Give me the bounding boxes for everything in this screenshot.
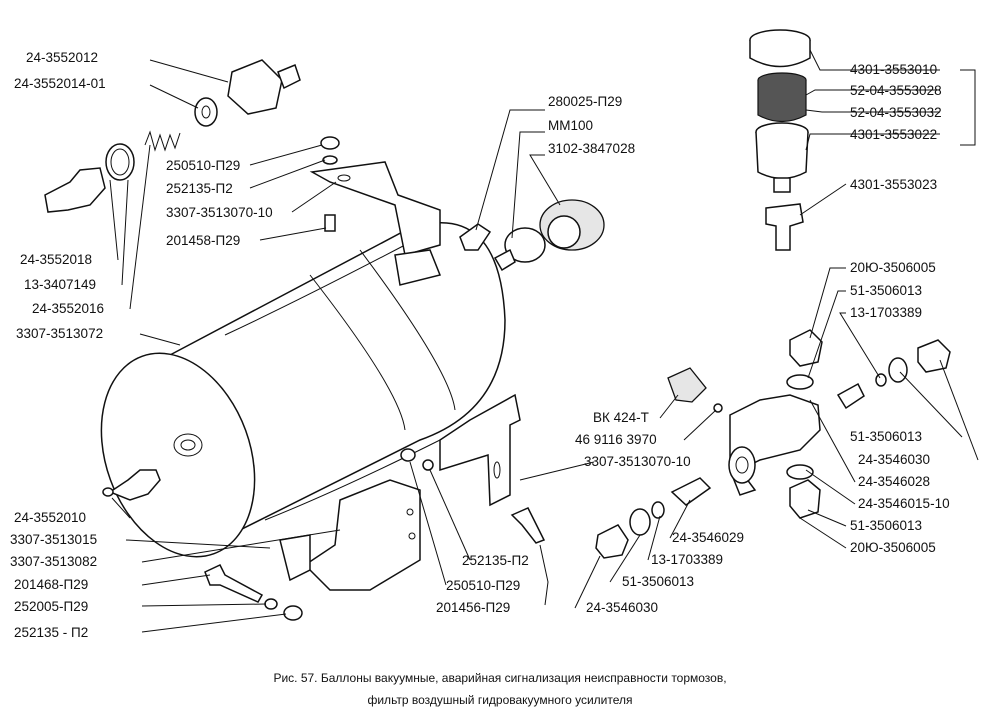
ring-lower [786,464,814,480]
bolt-lower-right [510,507,546,544]
filter-fitting [765,203,804,251]
label-24-3552010: 24-3552010 [14,510,86,525]
label-252135-p2-bottom: 252135 - П2 [14,625,88,640]
washer-small-right [875,373,887,387]
label-201456-p29: 201456-П29 [436,600,510,615]
part-labels: 24-3552012 24-3552014-01 24-3552018 13-3… [10,50,950,640]
ring-lower-left [629,508,651,536]
label-51-3506013-top: 51-3506013 [850,283,922,298]
caption-line-2: фильтр воздушный гидровакуумного усилите… [367,693,632,707]
label-3307-3513082: 3307-3513082 [10,554,97,569]
sensor-switch [667,367,707,403]
label-201468-p29: 201468-П29 [14,577,88,592]
label-4301-3553022: 4301-3553022 [850,127,937,142]
label-24-3552016: 24-3552016 [32,301,104,316]
nut-bolt [283,605,303,621]
label-252005-p29: 252005-П29 [14,599,88,614]
label-24-3546030-right: 24-3546030 [858,452,930,467]
label-13-1703389-top: 13-1703389 [850,305,922,320]
ring-upper [786,374,814,390]
label-52-04-3553028: 52-04-3553028 [850,83,942,98]
bolt-long [204,564,264,603]
o-ring [105,143,135,181]
label-252135-p2-top: 252135-П2 [166,181,233,196]
label-20yu-3506005-top: 20Ю-3506005 [850,260,936,275]
label-24-3552018: 24-3552018 [20,252,92,267]
label-24-3546015-10: 24-3546015-10 [858,496,950,511]
label-20yu-3506005-lower: 20Ю-3506005 [850,540,936,555]
nut-bracket [400,448,434,471]
label-46-9116-3970: 46 9116 3970 [575,432,657,447]
label-mm100: ММ100 [548,118,593,133]
label-24-3546028: 24-3546028 [858,474,930,489]
plug-lower [595,524,629,559]
label-vk-424-t: ВК 424-Т [593,410,649,425]
label-3307-3513072: 3307-3513072 [16,326,103,341]
label-3102-3847028: 3102-3847028 [548,141,635,156]
nipple-fitting [44,167,106,213]
washer-right [888,357,908,383]
label-4301-3553023: 4301-3553023 [850,177,937,192]
label-3307-3513070-10-top: 3307-3513070-10 [166,205,273,220]
nut-top [320,136,340,165]
spring [144,130,181,152]
label-24-3552014-01: 24-3552014-01 [14,76,106,91]
label-4301-3553010: 4301-3553010 [850,62,937,77]
washer-lower [651,501,665,519]
filter-housing [755,122,809,193]
label-201458-p29: 201458-П29 [166,233,240,248]
washer-small [194,97,218,127]
protective-cap [539,199,605,251]
piston-lower [670,477,712,506]
label-52-04-3553032: 52-04-3553032 [850,105,942,120]
label-3307-3513015: 3307-3513015 [10,532,97,547]
pressure-switch [493,227,546,272]
bracket-top [309,161,442,286]
union-nut-lower [789,479,821,519]
piston-fitting [836,382,865,410]
label-3307-3513070-10-right: 3307-3513070-10 [584,454,691,469]
label-51-3506013-lower: 51-3506013 [850,518,922,533]
bolt-top [324,214,336,232]
label-13-3407149: 13-3407149 [24,277,96,292]
filter-cover [749,29,811,68]
vacuum-tank [100,222,506,558]
label-250510-p29-lower: 250510-П29 [446,578,520,593]
adapter-fitting [459,223,492,251]
label-51-3506013-bottom: 51-3506013 [622,574,694,589]
label-24-3546029: 24-3546029 [672,530,744,545]
leader-lines [109,49,979,633]
label-51-3506013-right: 51-3506013 [850,429,922,444]
label-280025-p29: 280025-П29 [548,94,622,109]
label-250510-p29-top: 250510-П29 [166,158,240,173]
washer-bolt [264,598,278,610]
label-24-3552012: 24-3552012 [26,50,98,65]
bracket-lower [279,479,421,591]
check-valve [102,469,161,501]
label-24-3546030-bottom: 24-3546030 [586,600,658,615]
bracket-right [439,393,521,507]
union-nut-upper [789,329,823,367]
plug-bolt [917,339,951,373]
filter-element [757,72,807,123]
figure-caption: Рис. 57. Баллоны вакуумные, аварийная си… [273,671,726,707]
valve-body [728,394,821,496]
label-13-1703389-lower: 13-1703389 [651,552,723,567]
caption-line-1: Рис. 57. Баллоны вакуумные, аварийная си… [273,671,726,685]
label-252135-p2-lower: 252135-П2 [462,553,529,568]
fitting-union [227,59,301,115]
